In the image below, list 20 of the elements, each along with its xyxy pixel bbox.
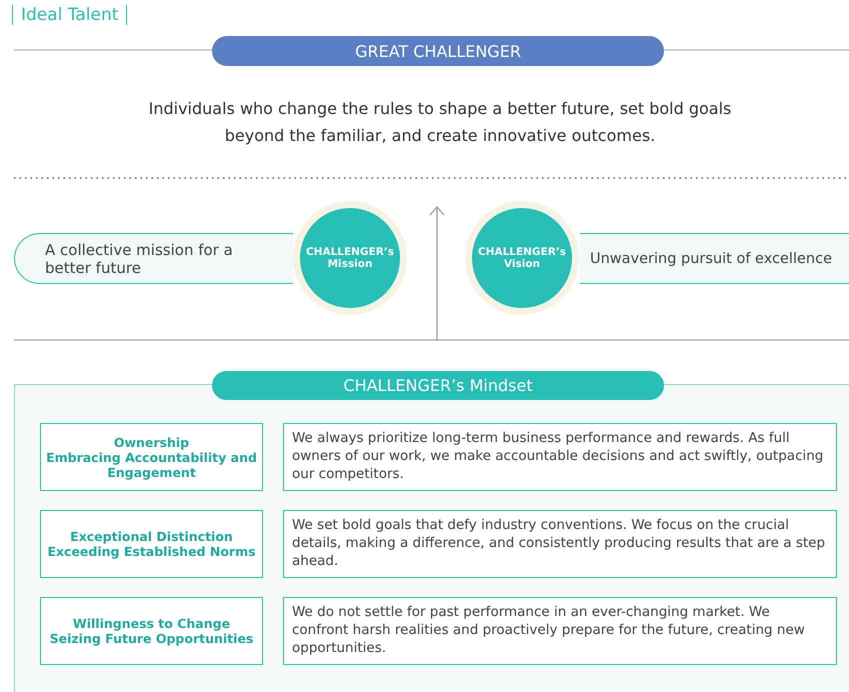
trait-subtitle: Exceeding Established Norms — [47, 544, 256, 559]
description-text: Individuals who change the rules to shape a better future, set bold goals beyond the familiar, and create innovative outcomes. — [148, 98, 732, 147]
trait-box — [40, 423, 263, 491]
trait-box — [40, 510, 263, 578]
description-box: We always prioritize long-term business performance and rewards. As full owners of our work, we make accountable decisions and act swiftly, outpacing our competitors. — [283, 423, 837, 491]
mission-band: A collective mission for a better future — [14, 233, 293, 284]
trait-box — [40, 597, 263, 665]
page-title: Ideal Talent — [12, 5, 128, 25]
trait-subtitle: Seizing Future Opportunities — [50, 631, 254, 646]
trait-subtitle: Embracing Accountability and Engagement — [45, 450, 258, 480]
vision-band: Unwavering pursuit of excellence — [580, 233, 849, 284]
trait-title: Ownership — [114, 434, 190, 450]
trait-title: Exceptional Distinction — [70, 529, 233, 544]
vision-circle: CHALLENGER’s Vision — [472, 208, 572, 308]
mission-circle: CHALLENGER’s Mission — [300, 208, 400, 308]
description-box: We set bold goals that defy industry conventions. We focus on the crucial details, making a difference, and consistently producing results that are a step ahead. — [283, 510, 837, 578]
banner-heading: GREAT CHALLENGER — [212, 36, 664, 66]
panel-heading: CHALLENGER’s Mindset — [212, 371, 664, 400]
trait-title: Willingness to Change — [72, 616, 230, 631]
description-box: We do not settle for past performance in an ever-changing market. We confront harsh realities and proactively prepare for the future, creating new opportunities. — [283, 597, 837, 665]
